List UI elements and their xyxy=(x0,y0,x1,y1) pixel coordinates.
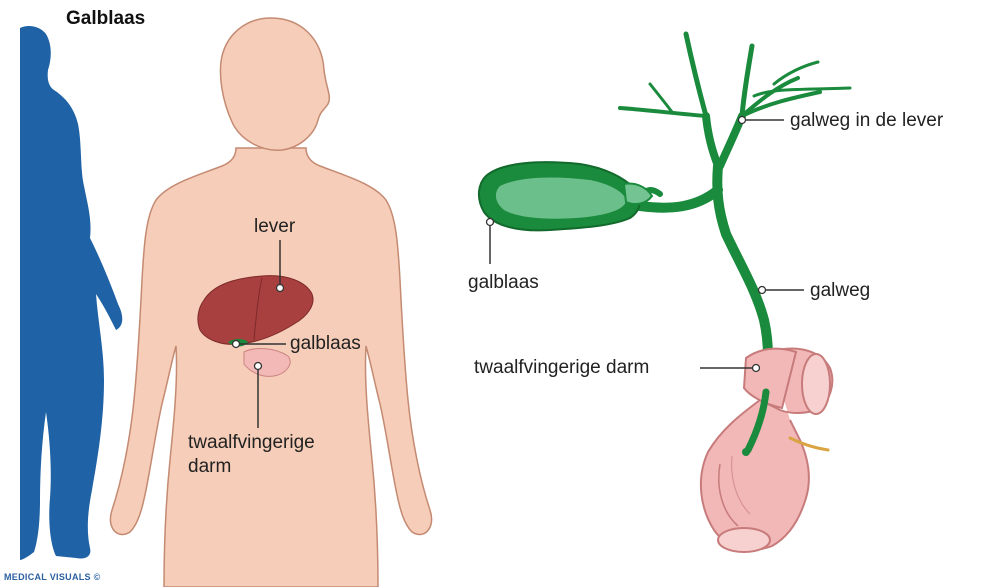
side-silhouette xyxy=(20,26,122,560)
label-twaalfvingerige-line1: twaalfvingerige xyxy=(188,432,315,454)
label-darm-line2: darm xyxy=(188,456,231,478)
label-galblaas-body: galblaas xyxy=(290,333,361,355)
body-head xyxy=(220,18,329,150)
copyright-notice: MEDICAL VISUALS © xyxy=(4,572,101,582)
gallbladder-neck xyxy=(624,184,652,205)
label-galweg: galweg xyxy=(810,280,870,302)
page-title: Galblaas xyxy=(66,8,145,30)
bile-duct-tree xyxy=(620,34,850,392)
label-galweg-in-de-lever: galweg in de lever xyxy=(790,110,943,132)
label-galblaas-detail: galblaas xyxy=(468,272,539,294)
duodenum-shape xyxy=(701,349,832,552)
papilla-dot xyxy=(742,448,750,456)
label-twaalfvingerige-darm: twaalfvingerige darm xyxy=(474,357,649,379)
detail-leader-lines xyxy=(490,120,804,368)
label-lever: lever xyxy=(254,216,295,238)
